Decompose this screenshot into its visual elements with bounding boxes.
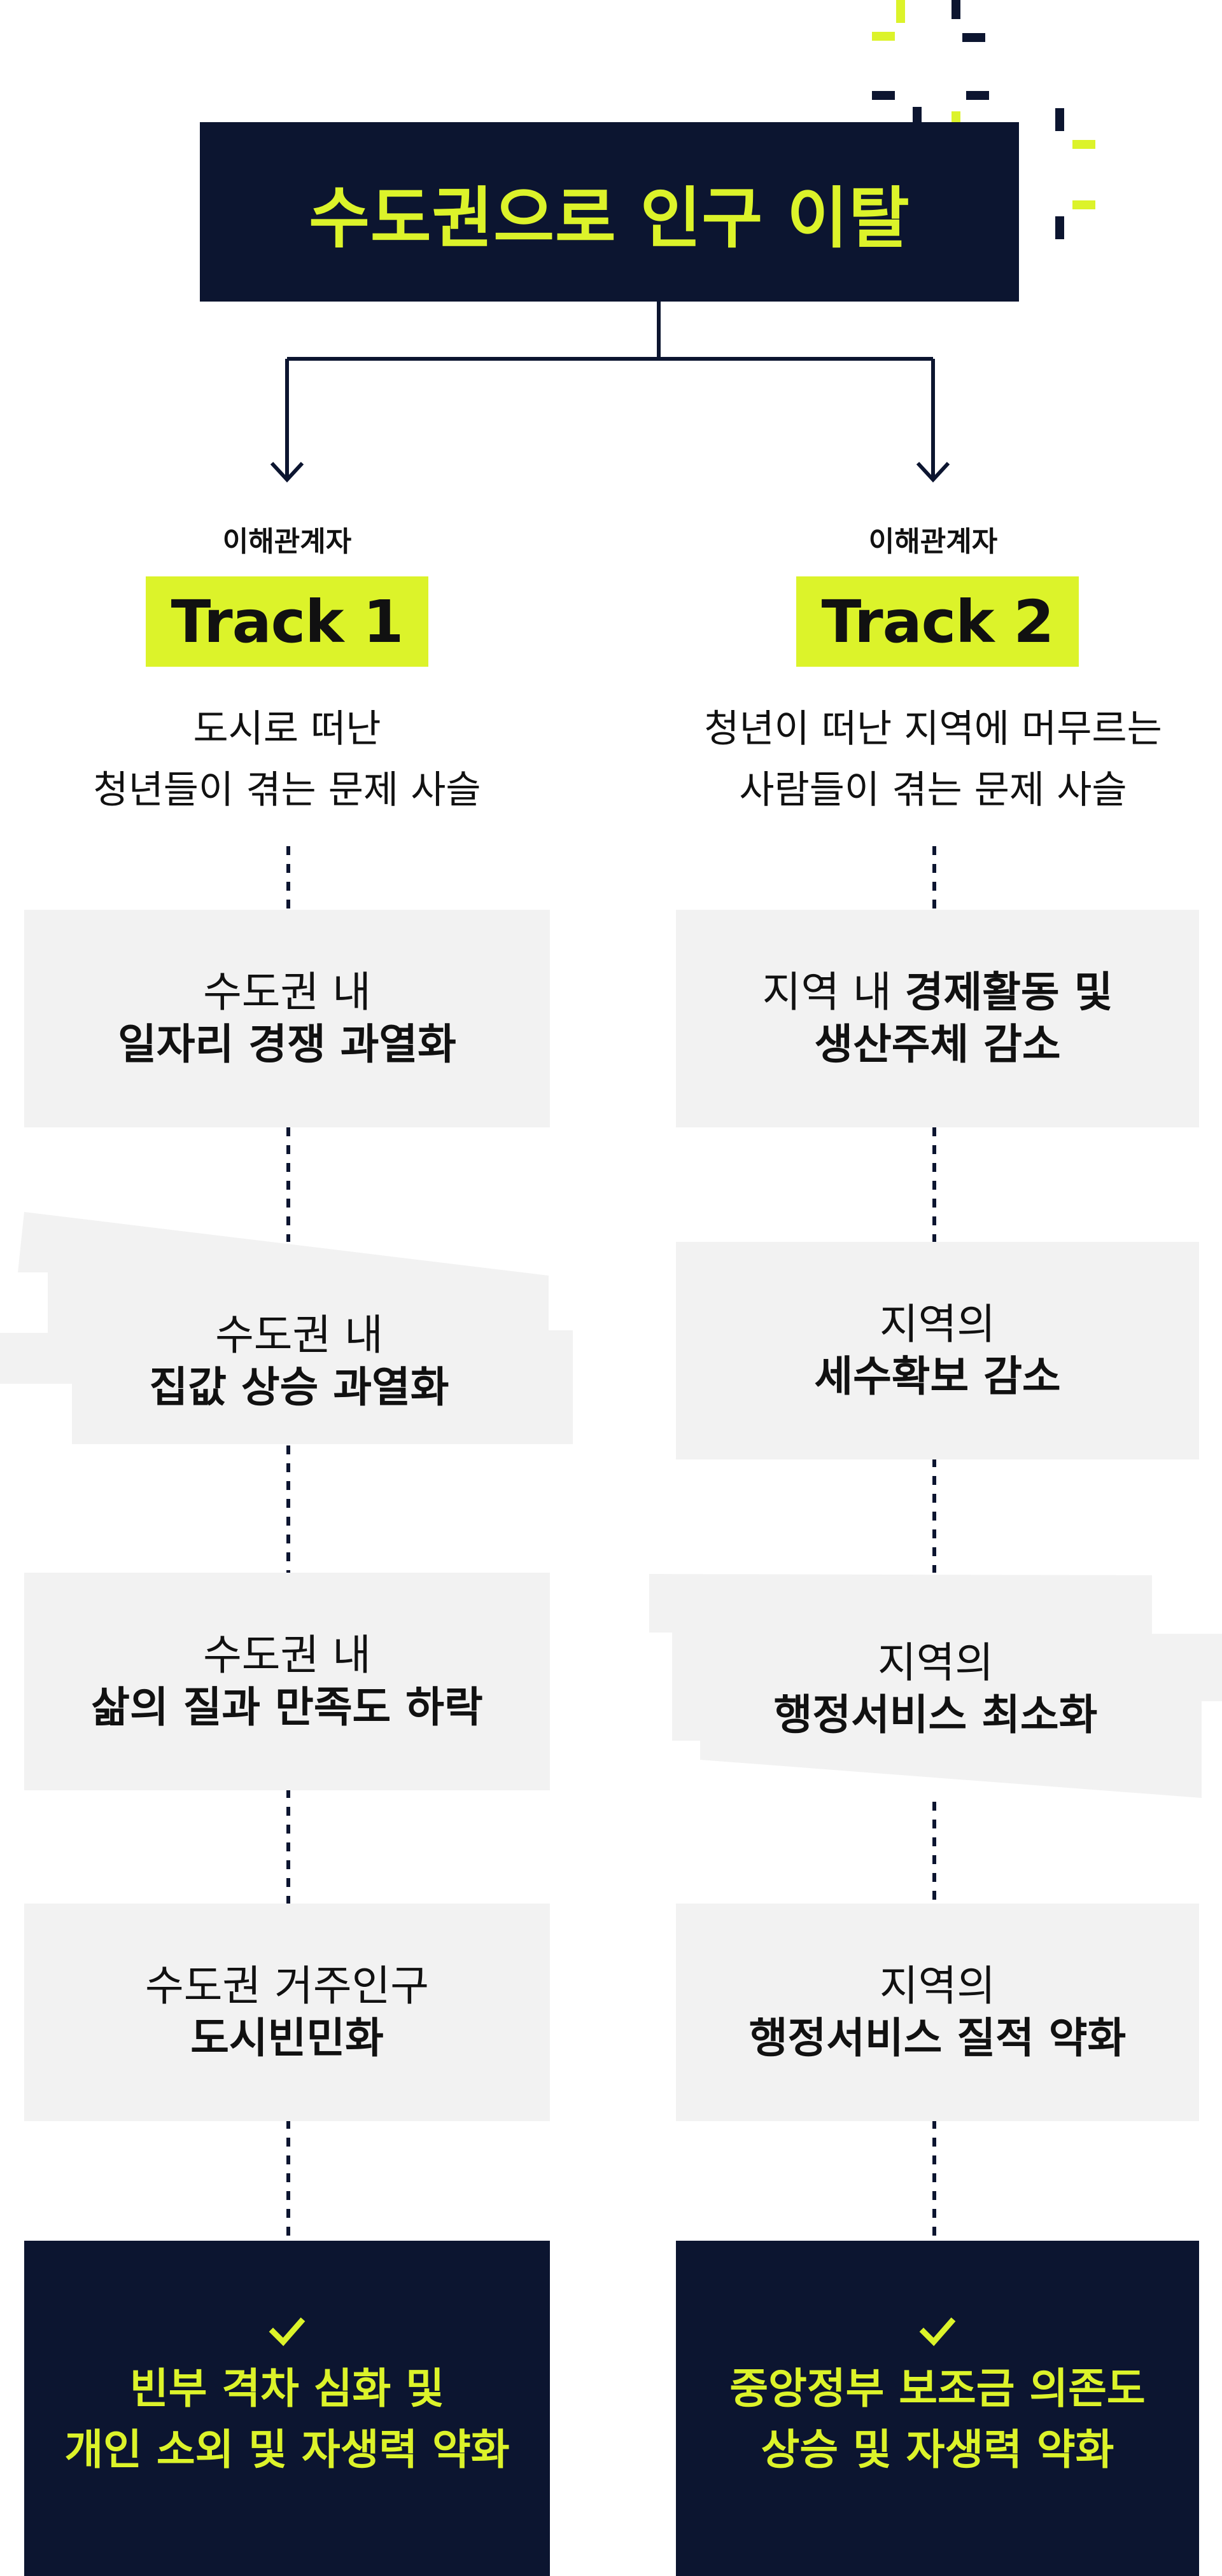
check-icon [269,2317,306,2346]
result-line1: 중앙정부 보조금 의존도 [729,2364,1146,2413]
step-line1: 지역의 [879,1961,996,2010]
track1-step-1: 수도권 내 일자리 경쟁 과열화 [24,910,550,1127]
step-line1: 수도권 내 [203,1631,371,1680]
result-line1: 빈부 격차 심화 및 [130,2364,444,2413]
glitch-shape-left [0,1212,573,1444]
track2-result: 중앙정부 보조금 의존도 상승 및 자생력 약화 [676,2241,1199,2576]
track2-step-2: 지역의 세수확보 감소 [676,1242,1199,1459]
step-line1: 수도권 내 [203,968,371,1017]
step-line2: 집값 상승 과열화 [149,1363,449,1412]
result-line2: 상승 및 자생력 약화 [761,2425,1114,2474]
track1-description-line: 도시로 떠난 [193,707,381,751]
step-line2: 세수확보 감소 [814,1352,1061,1401]
track2-badge: Track 2 [796,576,1079,667]
track2-description: 청년이 떠난 지역에 머무르는 사람들이 겪는 문제 사슬 [659,699,1207,821]
step-line2: 도시빈민화 [190,2014,384,2063]
track1-step-3: 수도권 내 삶의 질과 만족도 하락 [24,1573,550,1790]
step-line1: 수도권 내 [215,1311,383,1360]
step-line1-regular: 지역 내 [762,968,905,1017]
step-line1-bold: 경제활동 및 [904,968,1113,1017]
glitch-shape-right [649,1574,1222,1798]
result-line2: 개인 소외 및 자생력 약화 [64,2425,510,2474]
step-line2: 일자리 경쟁 과열화 [118,1020,456,1069]
step-line1: 지역의 [879,1300,996,1349]
check-icon [919,2317,956,2346]
track2-description-line: 청년이 떠난 지역에 머무르는 [704,707,1162,751]
step-line2: 행정서비스 최소화 [773,1690,1098,1739]
track1-description: 도시로 떠난 청년들이 겪는 문제 사슬 [13,699,561,821]
step-line2: 삶의 질과 만족도 하락 [91,1683,483,1732]
branch-connector [270,302,950,483]
track1-step-4: 수도권 거주인구 도시빈민화 [24,1904,550,2121]
step-line1: 지역의 [877,1638,994,1687]
step-line1: 수도권 거주인구 [144,1961,430,2010]
track1-badge: Track 1 [146,576,428,667]
step-line2: 생산주체 감소 [814,1020,1061,1069]
track1-step-2: 수도권 내 집값 상승 과열화 [70,1279,528,1444]
track2-description-line: 사람들이 겪는 문제 사슬 [739,768,1127,812]
track2-stakeholder-label: 이해관계자 [868,526,998,558]
track1-description-line: 청년들이 겪는 문제 사슬 [93,768,481,812]
track1-result: 빈부 격차 심화 및 개인 소외 및 자생력 약화 [24,2241,550,2576]
track2-step-1: 지역 내 경제활동 및 생산주체 감소 [676,910,1199,1127]
page-title: 수도권으로 인구 이탈 [200,122,1019,302]
step-line2: 행정서비스 질적 약화 [748,2014,1127,2063]
track2-step-4: 지역의 행정서비스 질적 약화 [676,1904,1199,2121]
step-line1: 지역 내 경제활동 및 [762,966,1113,1019]
track2-step-3: 지역의 행정서비스 최소화 [700,1610,1171,1769]
track1-stakeholder-label: 이해관계자 [222,526,352,558]
